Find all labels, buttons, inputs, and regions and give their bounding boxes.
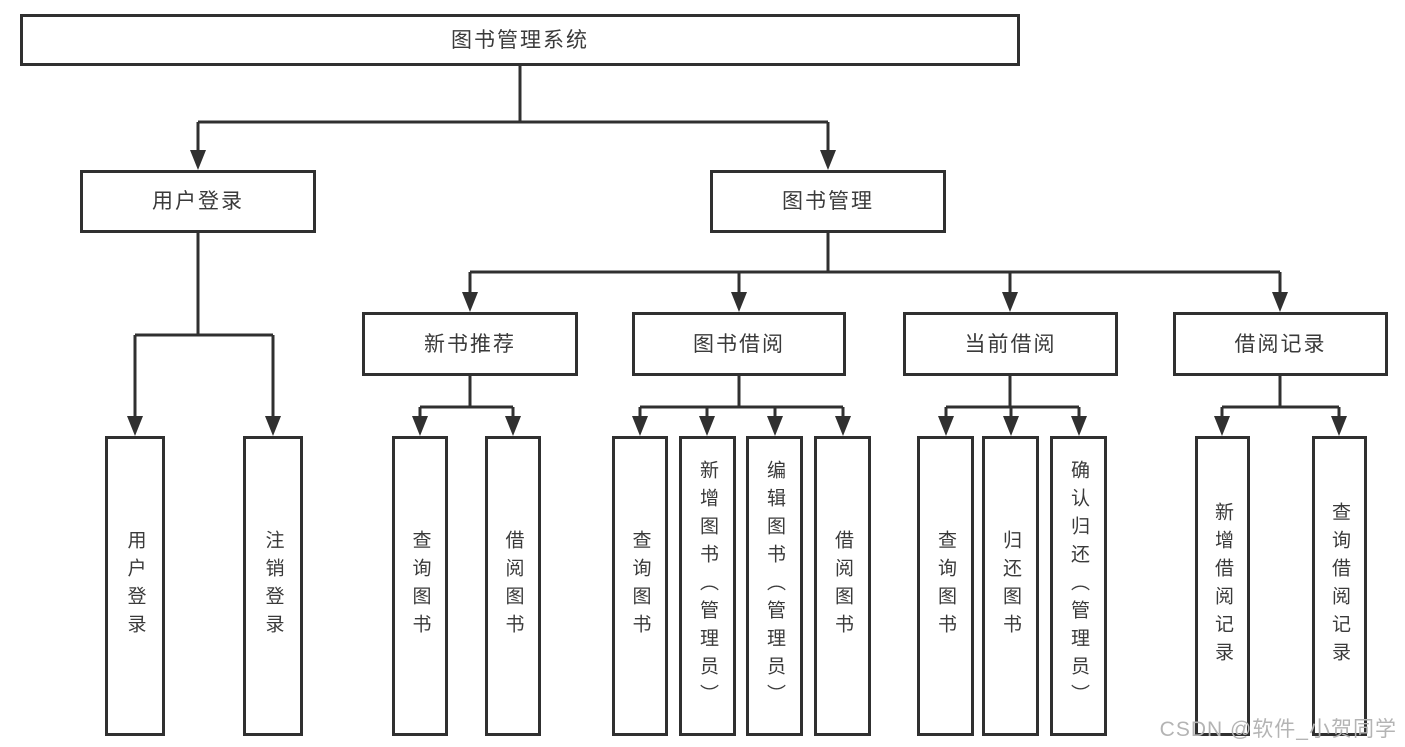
leaf-borrowing-add-books-admin: 新增图书（管理员） (679, 436, 736, 736)
node-library-system: 图书管理系统 (20, 14, 1020, 66)
node-borrow-records: 借阅记录 (1173, 312, 1388, 376)
node-current-borrowing: 当前借阅 (903, 312, 1118, 376)
leaf-borrowing-borrow-books: 借阅图书 (814, 436, 871, 736)
leaf-current-query-books: 查询图书 (917, 436, 974, 736)
node-book-borrowing: 图书借阅 (632, 312, 846, 376)
leaf-borrowing-edit-books-admin: 编辑图书（管理员） (746, 436, 803, 736)
leaf-borrowing-query-books: 查询图书 (612, 436, 668, 736)
leaf-recommend-query-books: 查询图书 (392, 436, 448, 736)
leaf-logout: 注销登录 (243, 436, 303, 736)
node-new-book-recommend: 新书推荐 (362, 312, 578, 376)
leaf-current-return-books: 归还图书 (982, 436, 1039, 736)
csdn-watermark: CSDN @软件_小贺同学 (1159, 718, 1397, 741)
node-user-login: 用户登录 (80, 170, 316, 233)
leaf-records-query-record: 查询借阅记录 (1312, 436, 1367, 736)
leaf-user-login: 用户登录 (105, 436, 165, 736)
leaf-current-confirm-return-admin: 确认归还（管理员） (1050, 436, 1107, 736)
leaf-records-add-record: 新增借阅记录 (1195, 436, 1250, 736)
node-book-management: 图书管理 (710, 170, 946, 233)
leaf-recommend-borrow-books: 借阅图书 (485, 436, 541, 736)
